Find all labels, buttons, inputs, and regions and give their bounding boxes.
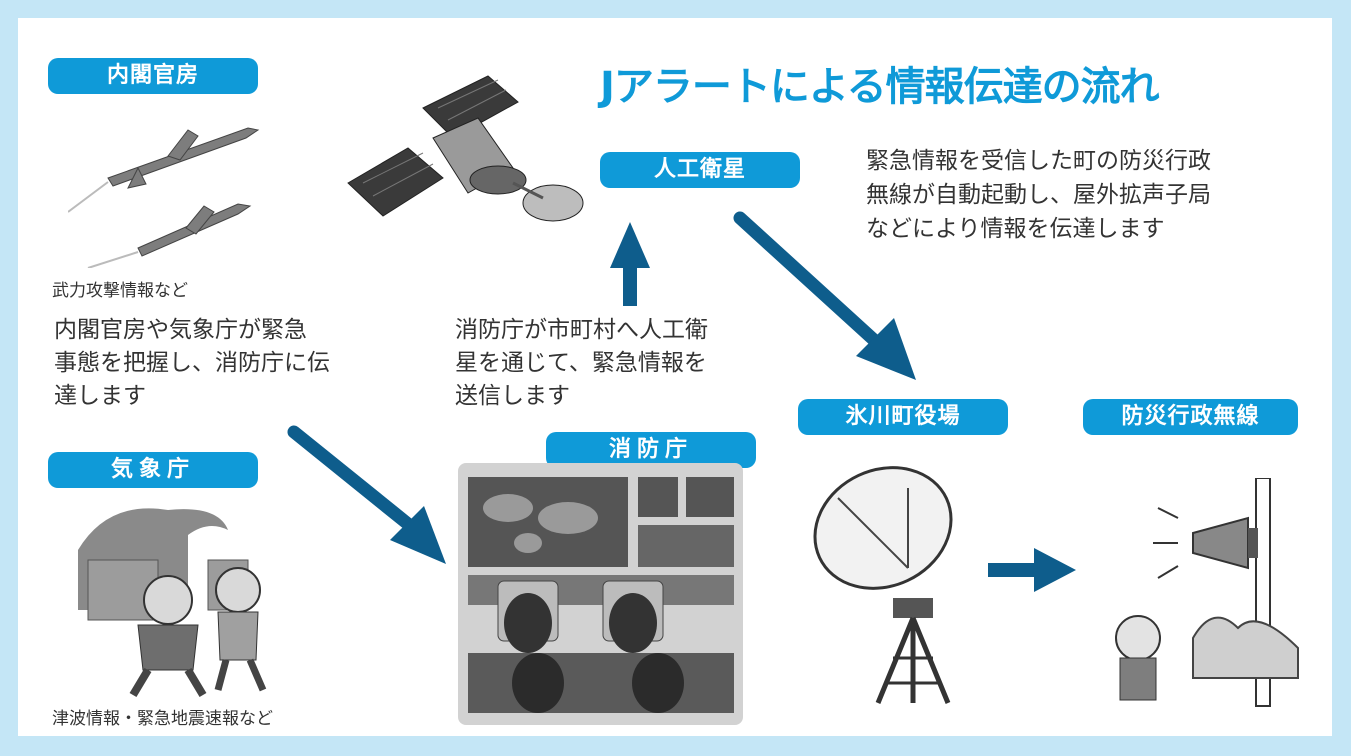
fdma-desc-line-2: 星を通じて、緊急情報を <box>455 350 707 376</box>
missile-illustration <box>68 127 260 268</box>
badge-townhall: 氷川町役場 <box>798 399 1008 435</box>
caption-tsunami: 津波情報・緊急地震速報など <box>52 709 273 729</box>
disaster-people-illustration <box>78 508 267 698</box>
badge-satellite: 人工衛星 <box>600 152 800 188</box>
arrow-to-fdma-icon <box>287 425 446 564</box>
diagram-panel: Jアラートによる情報伝達の流れ 内閣官房 気象庁 人工衛星 消防庁 氷川町役場 … <box>18 18 1332 736</box>
cabinet-desc-line-1: 内閣官房や気象庁が緊急 <box>54 317 307 343</box>
badge-cabinet: 内閣官房 <box>48 58 258 94</box>
cabinet-desc-line-2: 事態を把握し、消防庁に伝 <box>54 350 330 376</box>
arrow-up-icon <box>610 222 650 306</box>
town-description: 緊急情報を受信した町の防災行政 無線が自動起動し、屋外拡声子局 などにより情報を… <box>866 144 1211 246</box>
badge-radio: 防災行政無線 <box>1083 399 1298 435</box>
caption-missile: 武力攻撃情報など <box>52 281 188 301</box>
town-desc-line-3: などにより情報を伝達します <box>866 216 1165 242</box>
arrow-right-icon <box>988 548 1076 592</box>
cabinet-description: 内閣官房や気象庁が緊急 事態を把握し、消防庁に伝 達します <box>54 314 330 413</box>
badge-jma: 気象庁 <box>48 452 258 488</box>
flow-arrows <box>287 211 1076 592</box>
fdma-description: 消防庁が市町村へ人工衛 星を通じて、緊急情報を 送信します <box>455 314 708 413</box>
page-title: Jアラートによる情報伝達の流れ <box>600 64 1160 110</box>
town-desc-line-1: 緊急情報を受信した町の防災行政 <box>866 148 1211 174</box>
loudspeaker-illustration <box>1115 478 1299 707</box>
arrow-down-right-icon <box>733 211 916 380</box>
satellite-illustration <box>347 75 584 222</box>
cabinet-desc-line-3: 達します <box>54 383 146 409</box>
badge-fdma: 消防庁 <box>546 432 756 468</box>
fdma-desc-line-1: 消防庁が市町村へ人工衛 <box>455 317 708 343</box>
control-room-illustration <box>458 463 743 725</box>
parabolic-antenna-illustration <box>813 466 953 704</box>
town-desc-line-2: 無線が自動起動し、屋外拡声子局 <box>866 182 1211 208</box>
fdma-desc-line-3: 送信します <box>455 383 570 409</box>
